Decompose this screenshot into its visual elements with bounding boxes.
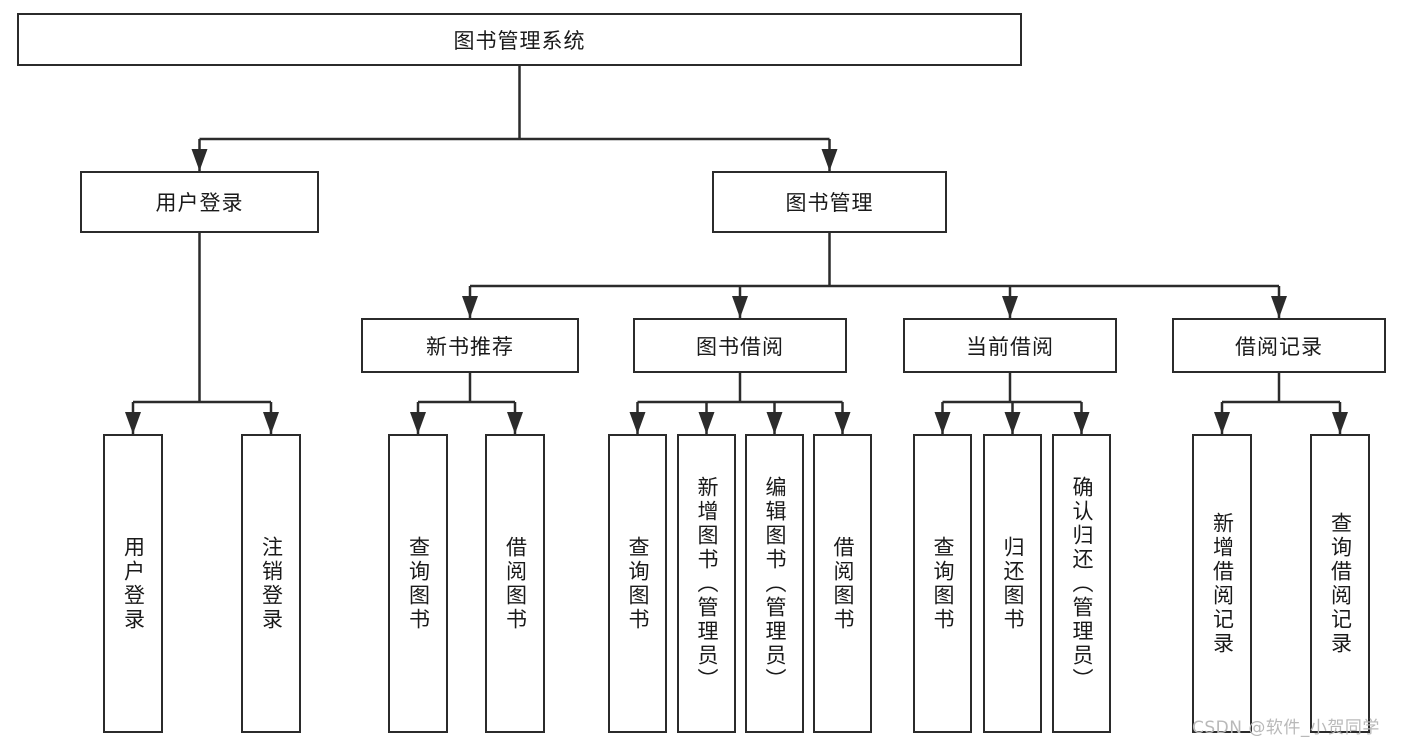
node-l-ret[interactable]: 归还图书 — [983, 434, 1042, 733]
node-label: 确认归还（管理员） — [1070, 475, 1094, 692]
arrowhead-icon — [698, 412, 715, 434]
node-label: 借阅图书 — [503, 535, 528, 632]
node-records[interactable]: 借阅记录 — [1172, 318, 1386, 373]
node-label: 借阅记录 — [1235, 334, 1323, 359]
node-label: 用户登录 — [121, 535, 146, 632]
watermark-label: CSDN @软件_小贺同学 — [1192, 718, 1380, 738]
node-bookmgmt[interactable]: 图书管理 — [712, 171, 947, 233]
node-label: 新增借阅记录 — [1210, 511, 1235, 656]
node-label: 新增图书（管理员） — [695, 475, 719, 692]
node-l-qrec[interactable]: 查询借阅记录 — [1310, 434, 1370, 733]
node-l-q2[interactable]: 查询图书 — [608, 434, 667, 733]
arrowhead-icon — [629, 412, 646, 434]
arrowhead-icon — [1271, 296, 1287, 318]
node-label: 新书推荐 — [426, 334, 514, 359]
node-l-add[interactable]: 新增图书（管理员） — [677, 434, 736, 733]
arrowhead-icon — [834, 412, 851, 434]
node-label: 当前借阅 — [966, 334, 1054, 359]
node-label: 查询图书 — [406, 535, 431, 632]
node-newrec[interactable]: 新书推荐 — [361, 318, 579, 373]
node-borrow[interactable]: 图书借阅 — [633, 318, 847, 373]
node-login[interactable]: 用户登录 — [80, 171, 319, 233]
node-l-b1[interactable]: 借阅图书 — [485, 434, 545, 733]
arrowhead-icon — [934, 412, 951, 434]
node-label: 编辑图书（管理员） — [763, 475, 787, 692]
node-label: 图书管理 — [785, 191, 874, 215]
node-l-edit[interactable]: 编辑图书（管理员） — [745, 434, 804, 733]
node-label: 查询图书 — [931, 535, 955, 632]
node-label: 图书管理系统 — [453, 28, 586, 53]
node-current[interactable]: 当前借阅 — [903, 318, 1117, 373]
node-l-q1[interactable]: 查询图书 — [388, 434, 448, 733]
arrowhead-icon — [263, 412, 279, 434]
arrowhead-icon — [1332, 412, 1348, 434]
arrowhead-icon — [507, 412, 523, 434]
node-l-b2[interactable]: 借阅图书 — [813, 434, 872, 733]
arrowhead-icon — [125, 412, 141, 434]
arrowhead-icon — [410, 412, 426, 434]
node-label: 注销登录 — [259, 535, 284, 632]
node-l-cret[interactable]: 确认归还（管理员） — [1052, 434, 1111, 733]
node-label: 查询借阅记录 — [1328, 511, 1353, 656]
arrowhead-icon — [1214, 412, 1230, 434]
arrowhead-icon — [821, 149, 838, 171]
node-label: 用户登录 — [155, 191, 244, 215]
node-l-addrec[interactable]: 新增借阅记录 — [1192, 434, 1252, 733]
arrowhead-icon — [1073, 412, 1090, 434]
node-label: 图书借阅 — [696, 334, 784, 359]
arrowhead-icon — [1004, 412, 1021, 434]
arrowhead-icon — [766, 412, 783, 434]
arrowhead-icon — [191, 149, 208, 171]
node-l-q3[interactable]: 查询图书 — [913, 434, 972, 733]
arrowhead-icon — [732, 296, 748, 318]
node-label: 归还图书 — [1001, 535, 1025, 632]
arrowhead-icon — [462, 296, 478, 318]
node-label: 借阅图书 — [831, 535, 855, 632]
arrowhead-icon — [1002, 296, 1018, 318]
node-label: 查询图书 — [626, 535, 650, 632]
node-l-logout[interactable]: 注销登录 — [241, 434, 301, 733]
node-root[interactable]: 图书管理系统 — [17, 13, 1022, 66]
node-l-login[interactable]: 用户登录 — [103, 434, 163, 733]
